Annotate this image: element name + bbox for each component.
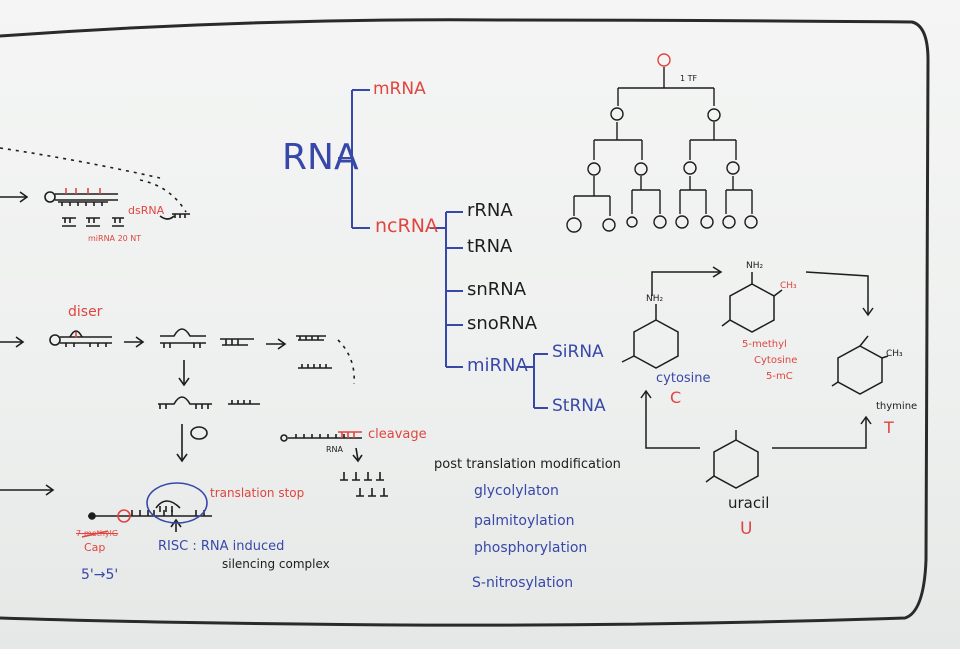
methylcytosine-label-3: 5-mC bbox=[766, 371, 793, 382]
rna-tree-lines bbox=[338, 89, 548, 409]
board-frame bbox=[0, 18, 930, 627]
rnai-sketches bbox=[0, 147, 388, 532]
uracil-label: uracil bbox=[728, 494, 770, 512]
methylcytosine-methyl: CH₃ bbox=[780, 281, 797, 291]
dsrna-label: dsRNA bbox=[128, 204, 165, 217]
cap-struck-text: 7-methylG bbox=[76, 529, 119, 538]
methylcytosine-ring bbox=[729, 283, 775, 333]
ptm-item-phosphorylation: phosphorylation bbox=[474, 540, 588, 556]
methylcytosine-label-1: 5-methyl bbox=[742, 339, 787, 350]
thymine-methyl: CH₃ bbox=[886, 349, 903, 359]
mrna-label: mRNA bbox=[373, 79, 426, 99]
rrna-label: rRNA bbox=[467, 200, 513, 221]
ncrna-label: ncRNA bbox=[375, 215, 438, 237]
tf-label: 1 TF bbox=[680, 74, 698, 83]
ptm-item-glycosylation: glycolylaton bbox=[474, 483, 559, 499]
tf-cascade-tree bbox=[566, 53, 758, 233]
sirna-label: SiRNA bbox=[552, 342, 604, 362]
ptm-item-palmitoylation: palmitoylation bbox=[474, 513, 575, 529]
trna-label: tRNA bbox=[467, 236, 513, 257]
cytosine-ring bbox=[633, 319, 679, 369]
ptm-heading: post translation modification bbox=[434, 457, 621, 472]
dicer-label: diser bbox=[68, 304, 103, 320]
target-rna-label: RNA bbox=[326, 445, 344, 454]
base-structures bbox=[621, 266, 889, 489]
cleavage-label: cleavage bbox=[368, 427, 427, 442]
snorna-label: snoRNA bbox=[467, 313, 538, 334]
methylcytosine-amine: NH₂ bbox=[746, 261, 764, 271]
uracil-letter: U bbox=[740, 519, 753, 539]
red-marks bbox=[65, 188, 362, 538]
mirna-label: miRNA bbox=[467, 355, 528, 376]
risc-label: RISC : RNA induced bbox=[158, 539, 285, 554]
translation-stop-label: translation stop bbox=[210, 486, 305, 500]
strna-label: StRNA bbox=[552, 396, 606, 416]
direction-label: 5'→5' bbox=[81, 567, 119, 583]
ptm-item-nitrosylation: S-nitrosylation bbox=[472, 575, 574, 591]
thymine-ring bbox=[837, 345, 883, 395]
cytosine-amine: NH₂ bbox=[646, 294, 664, 304]
thymine-letter: T bbox=[884, 418, 894, 437]
snrna-label: snRNA bbox=[467, 279, 527, 300]
thymine-label: thymine bbox=[876, 401, 918, 412]
uracil-ring bbox=[713, 439, 759, 489]
cytosine-letter: C bbox=[670, 388, 682, 407]
risc-label-line2: silencing complex bbox=[222, 557, 330, 571]
cytosine-label: cytosine bbox=[656, 371, 711, 386]
risc-complex bbox=[146, 482, 208, 524]
mirna-length-note: miRNA 20 NT bbox=[88, 234, 142, 243]
rna-root-label: RNA bbox=[282, 137, 359, 178]
cap-label: Cap bbox=[84, 541, 106, 554]
methylcytosine-label-2: Cytosine bbox=[754, 355, 798, 366]
